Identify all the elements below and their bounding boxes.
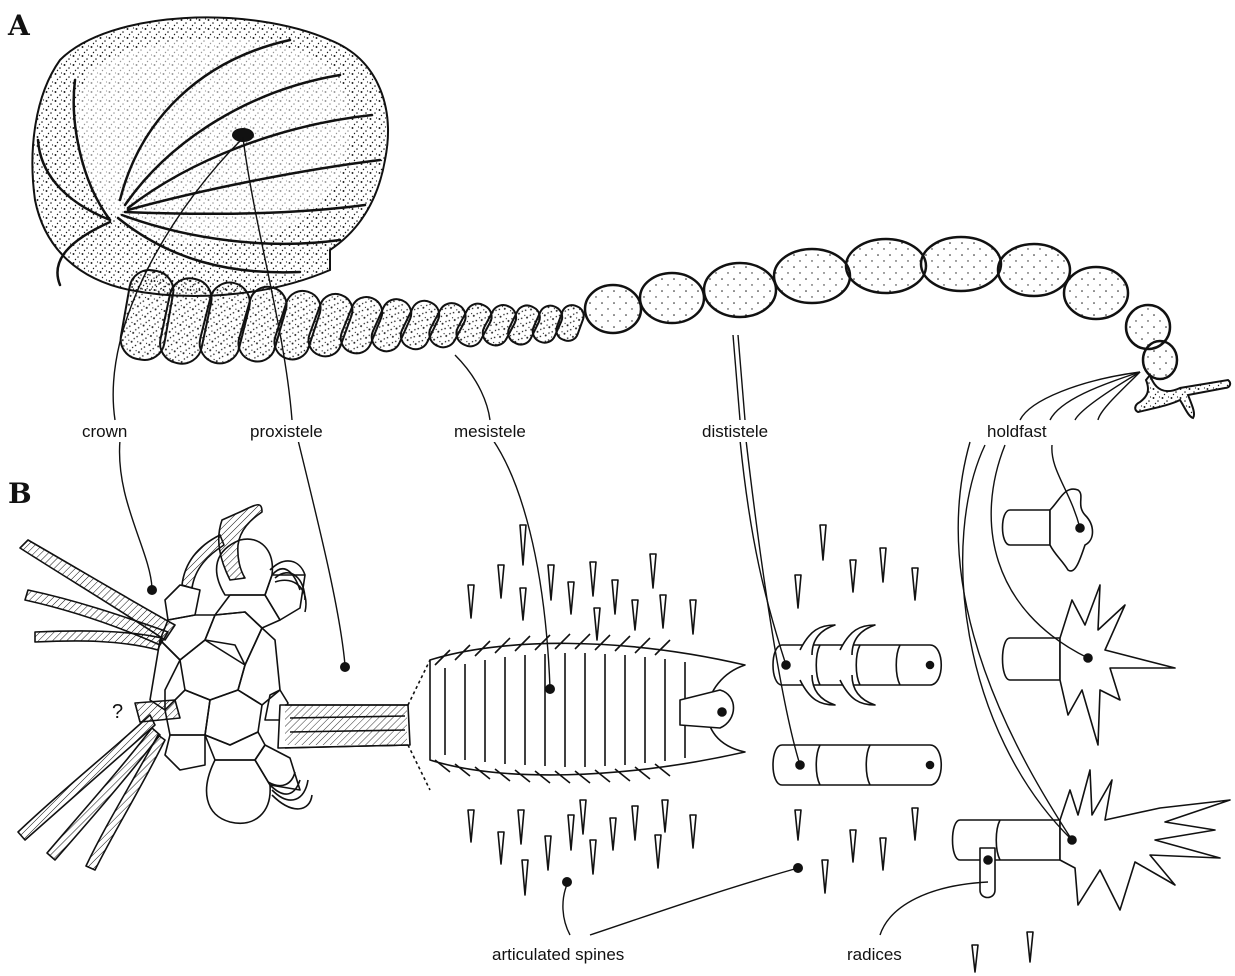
- lower-arm-plate-2: [255, 745, 300, 790]
- arm-pinnules-lower: [268, 772, 312, 809]
- mesistele-drawing: [430, 634, 745, 783]
- leader-mesistele-a: [455, 355, 490, 420]
- leader-spines-a: [563, 882, 570, 935]
- crown-arms: [18, 505, 262, 870]
- spines-dististele: [795, 525, 918, 893]
- leader-radices: [880, 882, 988, 935]
- holdfast-type-3: [953, 770, 1231, 972]
- holdfast-type-2: [1003, 585, 1176, 745]
- leader-spines-b: [590, 868, 798, 935]
- label-articulated-spines: articulated spines: [490, 945, 626, 965]
- panel-letter-b: B: [8, 480, 32, 508]
- panel-a-crinoid: [32, 17, 1230, 418]
- dististele-upper: [773, 625, 941, 705]
- holdfast-drawing: [1135, 375, 1230, 418]
- crown-drawing: [32, 17, 387, 296]
- leader-holdfast-b: [1050, 372, 1140, 420]
- upper-arm-plate-2: [265, 575, 305, 620]
- label-crown: crown: [80, 422, 129, 442]
- label-dististele: dististele: [700, 422, 770, 442]
- leader-holdfast-c: [1075, 372, 1140, 420]
- leader-dististele-c: [740, 440, 786, 665]
- crown-calyx: [150, 585, 288, 770]
- label-radices: radices: [845, 945, 904, 965]
- spines-top: [468, 525, 696, 640]
- leader-proxistele-b: [298, 440, 345, 665]
- label-proxistele: proxistele: [248, 422, 325, 442]
- panel-letter-a: A: [8, 12, 30, 40]
- leader-crown-b: [120, 440, 152, 588]
- label-mesistele: mesistele: [452, 422, 528, 442]
- leader-dististele-d: [746, 440, 800, 765]
- dististele-segments: [585, 237, 1177, 379]
- label-holdfast: holdfast: [985, 422, 1049, 442]
- spines-bottom: [468, 800, 696, 895]
- dististele-lower: [773, 745, 941, 785]
- mesistele-segments: [118, 267, 587, 368]
- label-question-mark: ?: [112, 701, 123, 723]
- holdfast-type-1: [1003, 489, 1093, 571]
- proxistele-link: [408, 660, 430, 790]
- proxistele-drawing: [278, 705, 410, 748]
- small-arm: [135, 700, 180, 722]
